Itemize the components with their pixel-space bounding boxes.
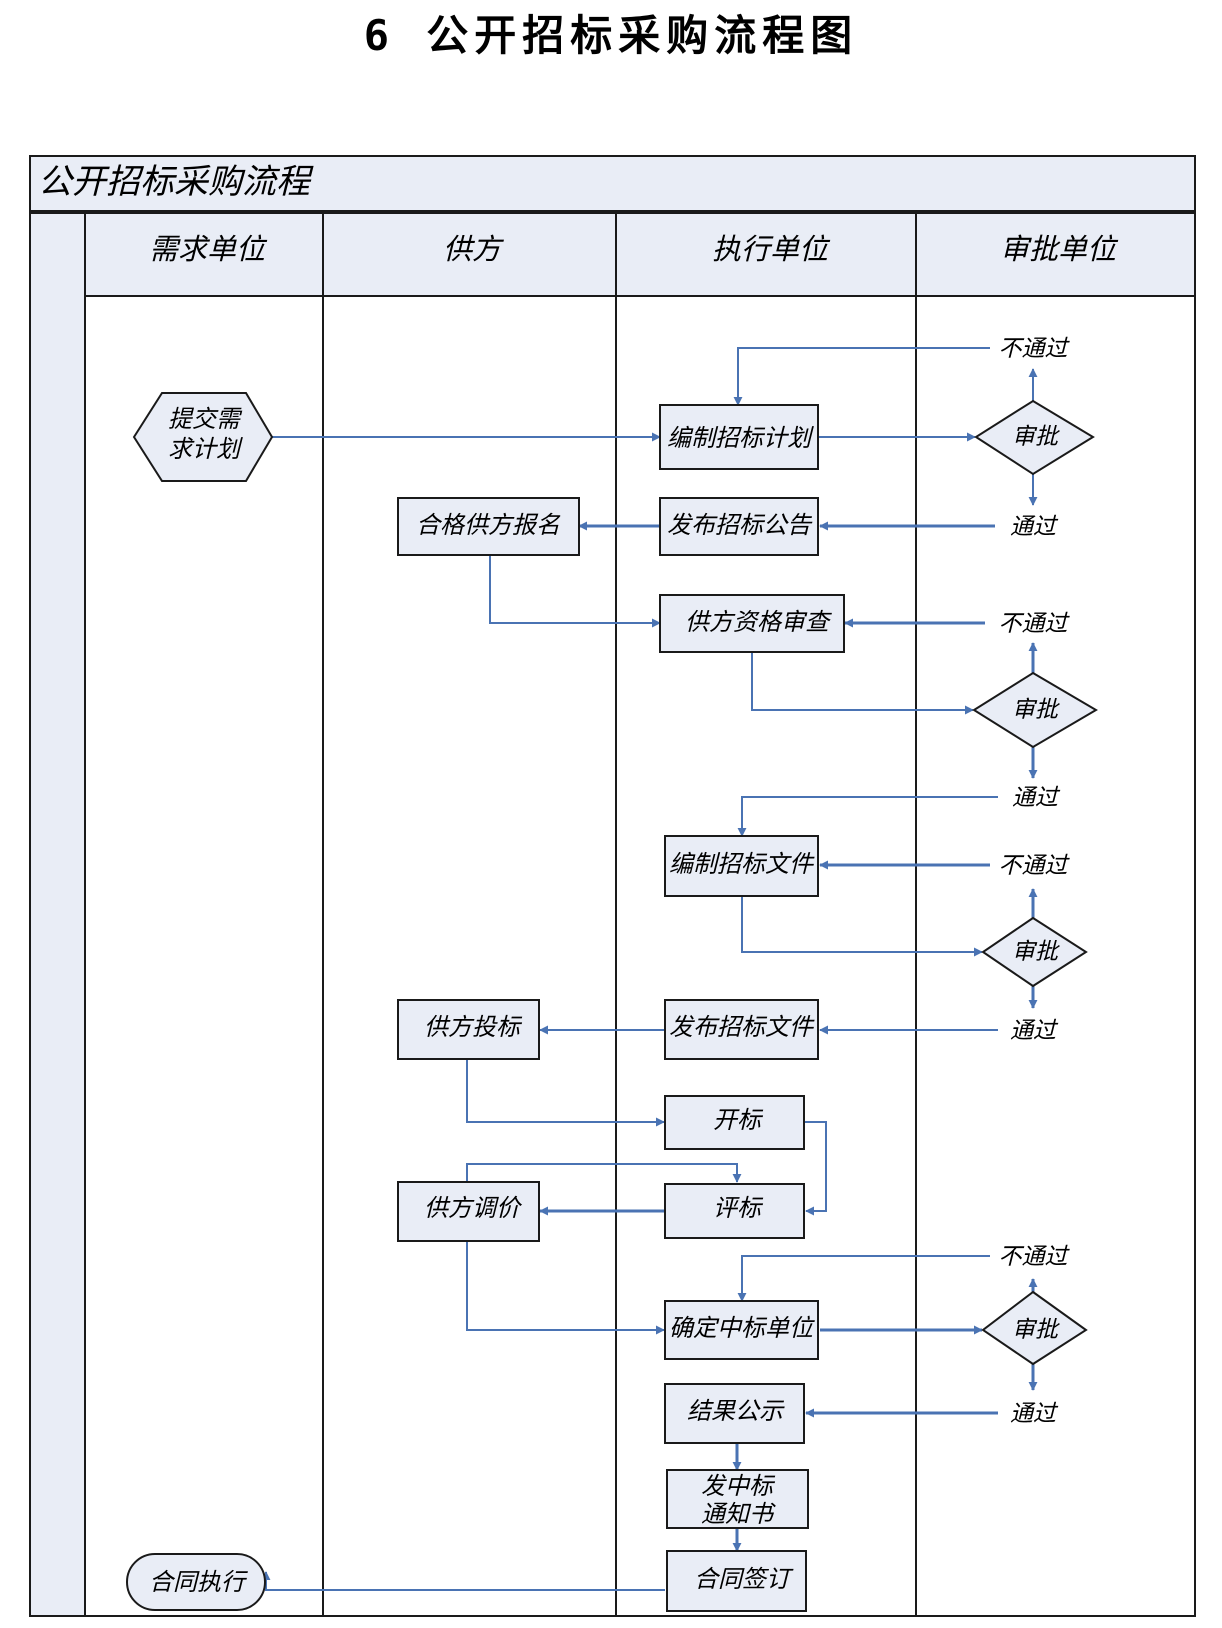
arrow-pass-2-to-docs (737, 796, 998, 837)
node-result-publicity: 结果公示 (664, 1383, 805, 1444)
svg-text:供方调价: 供方调价 (424, 1194, 523, 1222)
fail-label-4: 不通过 (999, 1244, 1071, 1270)
node-qualified-signup: 合格供方报名 (397, 497, 580, 556)
lane-header-executor: 执行单位 (712, 232, 831, 266)
arrow-bid-to-open (466, 1059, 665, 1127)
pass-label-1: 通过 (1010, 514, 1059, 540)
svg-text:编制招标文件: 编制招标文件 (669, 850, 815, 878)
arrow-signup-to-review (489, 554, 661, 628)
node-supplier-bid: 供方投标 (397, 999, 540, 1060)
svg-text:发布招标公告: 发布招标公告 (667, 511, 813, 539)
pass-label-2: 通过 (1012, 785, 1061, 811)
arrow-fail-1-to-plan (733, 347, 990, 406)
node-compile-plan: 编制招标计划 (659, 404, 819, 470)
node-winning-notice: 发中标 通知书 (666, 1469, 809, 1529)
lane-header-approver: 审批单位 (1000, 232, 1119, 266)
svg-text:供方资格审查: 供方资格审查 (685, 608, 832, 636)
arrow-adjust-to-eval (466, 1163, 742, 1183)
approval-diamond-4: 审批 (981, 1290, 1088, 1366)
node-submit-plan-line2: 求计划 (168, 435, 243, 463)
arrow-open-to-eval (805, 1121, 827, 1216)
node-decide-winner: 确定中标单位 (664, 1300, 819, 1360)
pass-label-3: 通过 (1010, 1018, 1059, 1044)
node-qualification-review: 供方资格审查 (659, 594, 845, 653)
svg-text:编制招标计划: 编制招标计划 (667, 424, 814, 452)
diagram-title: 公开招标采购流程 (38, 162, 314, 202)
approval-diamond-2: 审批 (972, 671, 1098, 749)
node-price-adjust: 供方调价 (397, 1181, 540, 1242)
connectors (261, 347, 1038, 1591)
arrow-sign-to-exec (261, 1571, 665, 1591)
node-contract-exec: 合同执行 (126, 1553, 266, 1611)
lane-header-demand: 需求单位 (149, 232, 268, 266)
svg-text:发中标: 发中标 (701, 1472, 776, 1500)
node-bid-open: 开标 (664, 1095, 805, 1150)
svg-text:合同执行: 合同执行 (149, 1568, 248, 1596)
node-publish-docs: 发布招标文件 (664, 999, 819, 1060)
svg-text:结果公示: 结果公示 (687, 1397, 785, 1425)
svg-text:审批: 审批 (1012, 939, 1060, 965)
swimlane-frame (29, 155, 1196, 1617)
node-bid-eval: 评标 (664, 1183, 805, 1239)
arrow-docs-to-approval-3 (741, 896, 983, 957)
svg-text:开标: 开标 (713, 1106, 764, 1134)
node-submit-plan-line1: 提交需 (168, 405, 243, 433)
fail-label-3: 不通过 (999, 853, 1071, 879)
node-submit-plan: 提交需 求计划 (132, 392, 274, 482)
svg-text:确定中标单位: 确定中标单位 (669, 1314, 815, 1342)
node-contract-sign: 合同签订 (666, 1550, 807, 1612)
svg-text:审批: 审批 (1012, 1317, 1060, 1343)
svg-text:合格供方报名: 合格供方报名 (416, 511, 561, 539)
arrow-review-to-approval-2 (751, 651, 974, 715)
arrow-adjust-to-decide (466, 1240, 665, 1335)
svg-text:审批: 审批 (1012, 424, 1060, 450)
approval-diamond-3: 审批 (981, 916, 1088, 988)
svg-text:通知书: 通知书 (701, 1500, 776, 1528)
page-title: 6 公开招标采购流程图 (363, 11, 859, 60)
lane-header-supplier: 供方 (443, 232, 504, 266)
svg-text:合同签订: 合同签订 (694, 1565, 794, 1593)
svg-text:审批: 审批 (1012, 697, 1060, 723)
svg-text:发布招标文件: 发布招标文件 (669, 1013, 815, 1041)
fail-label-1: 不通过 (999, 336, 1071, 362)
svg-text:评标: 评标 (713, 1194, 764, 1222)
arrow-fail-4-to-decide (737, 1255, 990, 1302)
pass-label-4: 通过 (1010, 1401, 1059, 1427)
fail-label-2: 不通过 (999, 611, 1071, 637)
approval-diamond-1: 审批 (974, 399, 1095, 476)
svg-text:供方投标: 供方投标 (424, 1013, 523, 1041)
node-publish-notice: 发布招标公告 (659, 497, 819, 556)
node-compile-docs: 编制招标文件 (664, 835, 819, 897)
